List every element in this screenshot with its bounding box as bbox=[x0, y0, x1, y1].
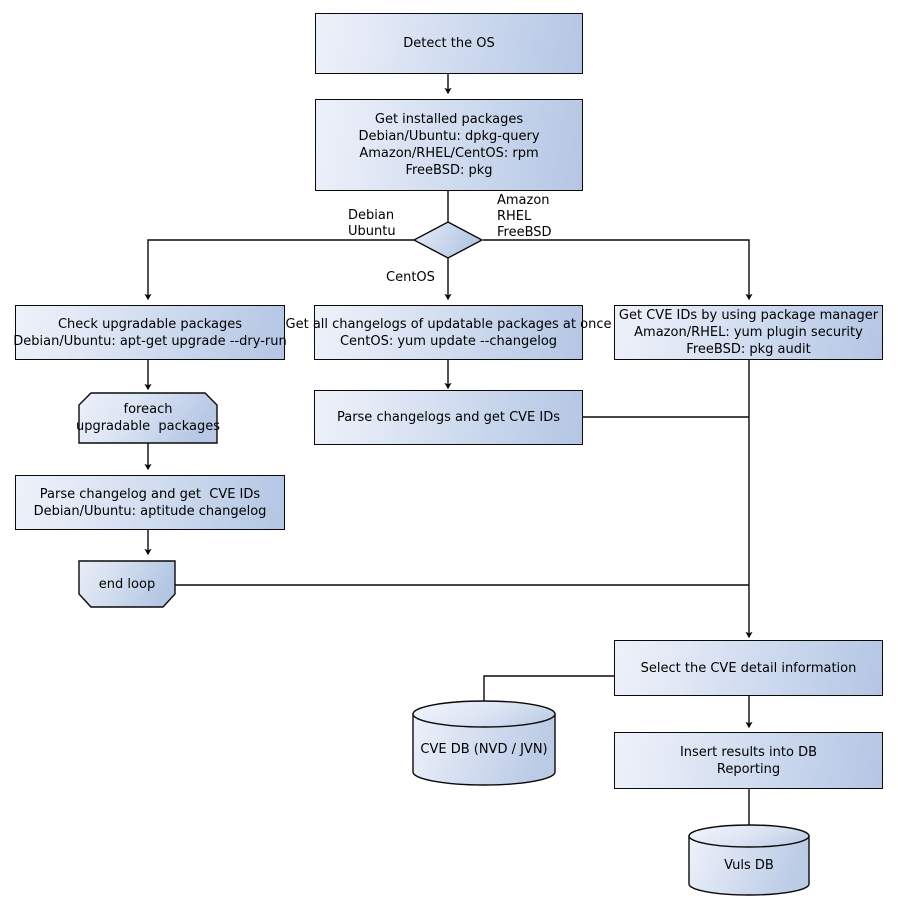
node-vuls-db-label: Vuls DB bbox=[724, 857, 774, 873]
edge-label-centos: CentOS bbox=[386, 270, 435, 285]
node-select-cve-detail-label: Select the CVE detail information bbox=[640, 660, 857, 676]
node-cve-db[interactable]: CVE DB (NVD / JVN) bbox=[412, 700, 556, 786]
node-foreach-loop-label: foreach upgradable packages bbox=[75, 402, 221, 434]
node-get-installed-packages-label: Get installed packages Debian/Ubuntu: dp… bbox=[358, 112, 540, 178]
node-insert-results[interactable]: Insert results into DB Reporting bbox=[614, 732, 883, 789]
node-end-loop-label: end loop bbox=[98, 576, 156, 592]
node-get-installed-packages[interactable]: Get installed packages Debian/Ubuntu: dp… bbox=[315, 99, 583, 191]
node-foreach-loop[interactable]: foreach upgradable packages bbox=[75, 392, 221, 444]
node-get-all-changelogs-label: Get all changelogs of updatable packages… bbox=[285, 316, 612, 349]
node-vuls-db[interactable]: Vuls DB bbox=[688, 824, 810, 896]
node-select-cve-detail[interactable]: Select the CVE detail information bbox=[614, 640, 883, 696]
node-parse-changelogs-centos[interactable]: Parse changelogs and get CVE IDs bbox=[314, 390, 583, 445]
node-parse-changelog-debian[interactable]: Parse changelog and get CVE IDs Debian/U… bbox=[15, 475, 285, 530]
edge-decision-to-pkgmgr bbox=[483, 239, 753, 301]
edge-label-amazon-rhel-freebsd: Amazon RHEL FreeBSD bbox=[497, 193, 552, 240]
node-get-all-changelogs[interactable]: Get all changelogs of updatable packages… bbox=[286, 305, 611, 360]
node-os-decision[interactable] bbox=[413, 221, 483, 259]
node-parse-changelog-debian-label: Parse changelog and get CVE IDs Debian/U… bbox=[33, 486, 267, 519]
loop-end-shape bbox=[78, 560, 176, 608]
node-end-loop[interactable]: end loop bbox=[78, 560, 176, 608]
node-os-decision-label bbox=[413, 221, 483, 259]
loop-start-shape bbox=[78, 392, 218, 444]
node-get-cve-ids-package-manager-label: Get CVE IDs by using package manager Ama… bbox=[618, 308, 879, 357]
edge-decision-to-check-upgradable bbox=[144, 239, 414, 301]
edge-label-debian-ubuntu: Debian Ubuntu bbox=[348, 208, 396, 239]
database-cylinder-shape bbox=[412, 700, 556, 786]
node-check-upgradable-packages[interactable]: Check upgradable packages Debian/Ubuntu:… bbox=[13, 305, 287, 360]
node-check-upgradable-packages-label: Check upgradable packages Debian/Ubuntu:… bbox=[13, 316, 287, 349]
node-parse-changelogs-centos-label: Parse changelogs and get CVE IDs bbox=[336, 410, 561, 425]
node-detect-os[interactable]: Detect the OS bbox=[315, 13, 583, 74]
node-cve-db-label: CVE DB (NVD / JVN) bbox=[420, 741, 548, 757]
node-get-cve-ids-package-manager[interactable]: Get CVE IDs by using package manager Ama… bbox=[614, 305, 883, 360]
node-insert-results-label: Insert results into DB Reporting bbox=[679, 744, 818, 777]
node-detect-os-label: Detect the OS bbox=[403, 36, 495, 51]
database-cylinder-shape bbox=[688, 824, 810, 896]
